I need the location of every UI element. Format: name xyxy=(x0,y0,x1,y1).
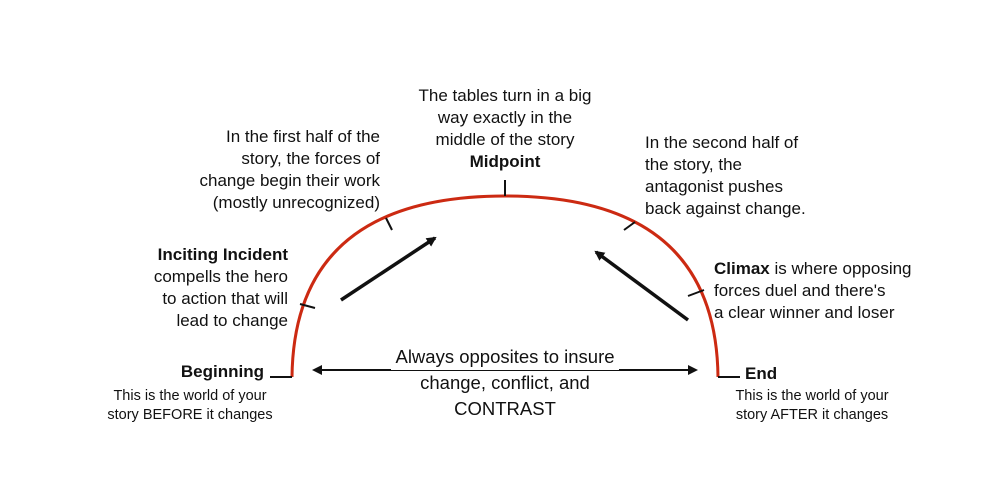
contrast-note-block: Always opposites to insure change, confl… xyxy=(355,344,655,422)
climax-tick xyxy=(687,289,705,297)
climax-desc-line-2: forces duel and there's xyxy=(714,281,886,300)
first-half-desc-line-3: change begin their work xyxy=(199,171,380,190)
second-half-desc-line-3: antagonist pushes xyxy=(645,177,783,196)
second-half-tick xyxy=(623,221,636,231)
inciting-incident-desc-line-2: to action that will xyxy=(162,289,288,308)
climax-first-line: Climax is where opposing xyxy=(714,258,984,280)
inciting-incident-label-block: Inciting Incident compells the hero to a… xyxy=(100,244,288,332)
first-half-desc-line-2: story, the forces of xyxy=(241,149,380,168)
rising-arrow xyxy=(340,236,437,302)
beginning-desc-line-1: This is the world of your xyxy=(113,388,267,404)
inciting-incident-desc-line-3: lead to change xyxy=(176,311,288,330)
beginning-title: Beginning xyxy=(180,362,264,381)
end-desc-block: This is the world of your story AFTER it… xyxy=(714,387,910,425)
first-half-desc-line-4: (mostly unrecognized) xyxy=(212,193,380,212)
contrast-note-line-3: CONTRAST xyxy=(454,398,556,419)
beginning-desc-line-2: story BEFORE it changes xyxy=(107,407,273,423)
climax-desc-line-1: is where opposing xyxy=(769,259,912,278)
climax-label-block: Climax is where opposing forces duel and… xyxy=(714,258,984,324)
first-half-desc-line-1: In the first half of the xyxy=(225,127,380,146)
beginning-desc-block: This is the world of your story BEFORE i… xyxy=(90,387,290,425)
midpoint-desc-line-3: middle of the story xyxy=(435,130,575,149)
climax-desc-line-3: a clear winner and loser xyxy=(714,303,895,322)
midpoint-desc-line-2: way exactly in the xyxy=(437,108,573,127)
end-desc-line-1: This is the world of your xyxy=(735,388,889,404)
inciting-incident-tick xyxy=(299,303,316,309)
end-desc-line-2: story AFTER it changes xyxy=(735,407,889,423)
midpoint-label-block: The tables turn in a big way exactly in … xyxy=(385,85,625,173)
falling-arrow xyxy=(594,250,690,322)
end-title: End xyxy=(745,364,778,383)
contrast-note-line-1: Always opposites to insure xyxy=(391,344,619,370)
first-half-tick xyxy=(385,217,393,231)
contrast-note-line-2: change, conflict, and xyxy=(420,372,590,393)
midpoint-desc-line-1: The tables turn in a big xyxy=(418,86,592,105)
climax-title: Climax xyxy=(714,259,770,278)
second-half-label-block: In the second half of the story, the ant… xyxy=(645,132,865,220)
second-half-desc-line-2: the story, the xyxy=(645,155,743,174)
inciting-incident-desc-line-1: compells the hero xyxy=(153,267,288,286)
midpoint-title: Midpoint xyxy=(469,152,541,171)
second-half-desc-line-1: In the second half of xyxy=(645,133,799,152)
first-half-label-block: In the first half of the story, the forc… xyxy=(150,126,380,214)
second-half-desc-line-4: back against change. xyxy=(645,199,806,218)
inciting-incident-title: Inciting Incident xyxy=(157,245,288,264)
